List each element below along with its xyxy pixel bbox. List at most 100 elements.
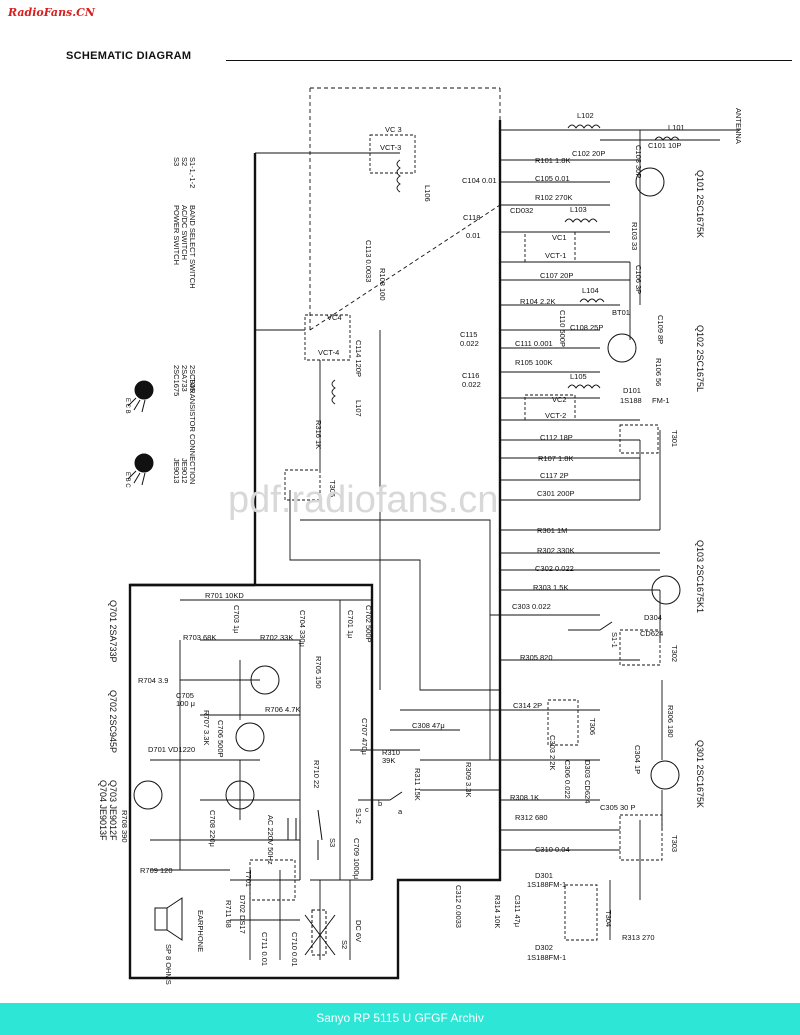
- label-l106: L106: [423, 185, 432, 202]
- label-r107: R107 1.8K: [538, 454, 573, 463]
- audio-box-top: [130, 583, 374, 880]
- wiring: [128, 87, 740, 980]
- label-r108: R108 100: [378, 268, 387, 301]
- audio-wiring: [150, 599, 420, 881]
- label-r703: R703 68K: [183, 633, 216, 642]
- watermark: pdf.radiofans.cn: [228, 479, 498, 521]
- label-c704: C704 330μ: [298, 610, 307, 647]
- label-c109: C109 8P: [656, 315, 665, 344]
- note-pins-right: E B C: [124, 472, 130, 488]
- schematic-diagram: VC 3 VCT-3 VC4 VCT-4 VC1 VCT-1 VC2 VCT-2…: [98, 87, 743, 985]
- note-switch-id-1: S1-1,-1-2: [188, 157, 197, 188]
- transistor-q701: [250, 665, 280, 695]
- label-c706: C706 500P: [216, 720, 225, 758]
- label-c705: C705: [176, 691, 194, 700]
- label-c310: C310 0.04: [535, 845, 570, 854]
- label-r702: R702 33K: [260, 633, 293, 642]
- label-s3: S3: [328, 838, 337, 847]
- label-r711: R711 68: [224, 900, 233, 928]
- label-c104: C104 0.01: [462, 176, 497, 185]
- label-c306: C306 0.022: [563, 760, 572, 799]
- label-sp: SP 8 OHMS: [164, 944, 173, 985]
- label-r104: R104 2.2K: [520, 297, 555, 306]
- if-rails: [390, 709, 620, 851]
- ac-plug: [287, 818, 297, 841]
- note-switch-desc-2: AC/DC SWITCH: [180, 205, 189, 260]
- label-switch-b: b: [378, 799, 382, 808]
- power-wiring: [230, 820, 351, 960]
- title-row: SCHEMATIC DIAGRAM: [66, 50, 792, 64]
- label-d302: D302: [535, 943, 553, 952]
- label-r314: R314 10K: [493, 895, 502, 928]
- label-r310: R310: [382, 748, 400, 757]
- switch-s2: [304, 914, 336, 956]
- label-s2: S2: [340, 940, 349, 949]
- site-tag: RadioFans.CN: [8, 6, 95, 19]
- label-r704: R704 3.9: [138, 676, 168, 685]
- switch-s3: [317, 809, 323, 860]
- label-r308: R308 1K: [510, 793, 539, 802]
- coil-l103: [564, 218, 598, 223]
- battery-dc-6v: [311, 909, 327, 956]
- label-cd032: CD032: [510, 206, 533, 215]
- label-r706: R706 4.7K: [265, 705, 300, 714]
- label-q703: Q703 JE9012F: [108, 780, 118, 841]
- gang-dashed: [309, 87, 501, 331]
- label-c117: C117 2P: [540, 471, 569, 480]
- label-r708: R708 390: [120, 810, 129, 843]
- title-rule: [226, 60, 792, 61]
- label-q101: Q101 2SC1675K: [695, 170, 705, 238]
- transformer-t305: [284, 469, 321, 501]
- transformer-t304: [564, 884, 598, 941]
- tuning-cap-vc1: [524, 231, 576, 263]
- switch-s1-2: [358, 791, 403, 801]
- label-vct2: VCT-2: [545, 411, 566, 420]
- note-switch-id-2: S2: [180, 157, 189, 166]
- page-title: SCHEMATIC DIAGRAM: [66, 50, 192, 62]
- transformer-t301: [619, 424, 659, 454]
- note-transistor-right-1: JE9012: [180, 458, 189, 483]
- label-c107: C107 20P: [540, 271, 573, 280]
- label-t306: T306: [588, 718, 597, 735]
- label-vc4: VC4: [327, 313, 342, 322]
- label-c108: C108 25P: [570, 323, 603, 332]
- label-r707: R707 3.3K: [202, 710, 211, 745]
- label-r302: R302 330K: [537, 546, 575, 555]
- label-l101: L101: [668, 123, 685, 132]
- coil-l104: [579, 298, 605, 303]
- label-t303: T303: [670, 835, 679, 852]
- label-l104: L104: [582, 286, 599, 295]
- label-bt01: BT01: [612, 308, 630, 317]
- label-r102: R102 270K: [535, 193, 573, 202]
- label-vc2: VC2: [552, 395, 567, 404]
- label-c118: C118: [463, 213, 480, 222]
- label-l102: L102: [577, 111, 594, 120]
- label-s12: S1-2: [354, 808, 363, 824]
- label-fm1: FM-1: [652, 396, 670, 405]
- label-r316: R316 1K: [314, 420, 323, 449]
- label-l103: L103: [570, 205, 587, 214]
- label-d302v: 1S188FM-1: [527, 953, 566, 962]
- footer-caption: Sanyo RP 5115 U GFGF Archiv: [316, 1011, 484, 1025]
- label-r301: R301 1M: [537, 526, 567, 535]
- label-r303: R303 1.5K: [533, 583, 568, 592]
- rotated-labels: ANTENNA Q101 2SC1675K Q102 2SC1675L Q103…: [98, 108, 743, 985]
- label-r705: R705 150: [314, 656, 323, 689]
- label-c111: C111 0.001: [515, 339, 553, 348]
- label-c113: C113 0.0033: [364, 240, 373, 282]
- label-d301: D301: [535, 871, 553, 880]
- note-switch-desc-1: BAND SELECT SWITCH: [188, 205, 197, 289]
- label-d101: D101: [623, 386, 641, 395]
- label-l105: L105: [570, 372, 587, 381]
- label-c308: C308 47μ: [412, 721, 445, 730]
- label-vct1: VCT-1: [545, 251, 566, 260]
- label-l107: L107: [354, 400, 363, 417]
- label-c118v: 0.01: [466, 231, 481, 240]
- transformers: [249, 134, 663, 941]
- label-d301v: 1S188FM-1: [527, 880, 566, 889]
- tuning-cap-vc4: [304, 314, 351, 361]
- left-leads: [255, 152, 500, 760]
- label-cd624: CD624: [640, 629, 663, 638]
- label-c311: C311 47μ: [513, 895, 522, 927]
- label-r710: R710 22: [312, 760, 321, 788]
